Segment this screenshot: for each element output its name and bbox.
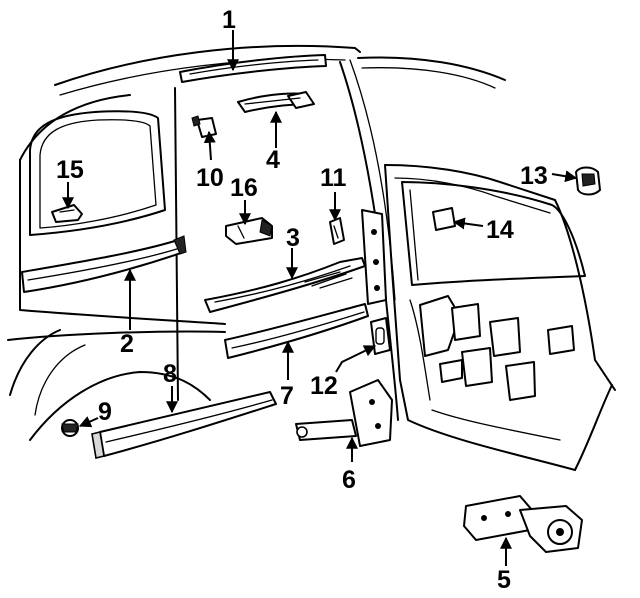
sliding-door bbox=[384, 164, 616, 471]
callout-8: 8 bbox=[163, 360, 177, 388]
leader-12 bbox=[335, 345, 377, 373]
part-3-sill-plate bbox=[204, 257, 366, 313]
part-7-scuff-plate bbox=[224, 303, 369, 359]
callout-14: 14 bbox=[486, 216, 514, 244]
part-14-cover bbox=[432, 207, 456, 231]
callout-1: 1 bbox=[222, 6, 236, 34]
callout-12: 12 bbox=[310, 372, 338, 400]
leader-lines bbox=[62, 30, 578, 566]
callout-7: 7 bbox=[280, 382, 294, 410]
callout-4: 4 bbox=[266, 146, 280, 174]
part-1-roof-weatherstrip bbox=[179, 54, 327, 83]
callout-9: 9 bbox=[98, 398, 112, 426]
leader-13 bbox=[551, 170, 578, 183]
part-12-striker bbox=[370, 317, 391, 355]
callout-3: 3 bbox=[286, 224, 300, 252]
side-window bbox=[29, 110, 166, 236]
callout-5: 5 bbox=[497, 566, 511, 594]
part-16-bracket bbox=[225, 217, 273, 245]
leader-14 bbox=[452, 217, 484, 230]
part-4-assist-handle bbox=[237, 91, 315, 113]
part-10-clip bbox=[191, 115, 217, 138]
leader-9 bbox=[78, 416, 99, 428]
part-9-retainer bbox=[61, 419, 79, 437]
callout-11: 11 bbox=[320, 164, 347, 192]
part-8-rocker-moulding bbox=[91, 391, 277, 459]
callout-6: 6 bbox=[342, 466, 356, 494]
part-6-lower-hinge bbox=[295, 379, 393, 447]
callout-13: 13 bbox=[520, 162, 548, 190]
leader-10 bbox=[203, 130, 216, 161]
part-11-pillar-clip bbox=[329, 217, 345, 245]
callout-2: 2 bbox=[120, 330, 134, 358]
part-2-moulding bbox=[21, 235, 187, 293]
b-pillar-hinge bbox=[361, 209, 387, 305]
callout-labels: 1 2 3 4 5 6 7 8 9 10 11 12 13 14 15 16 bbox=[56, 6, 548, 594]
callout-16: 16 bbox=[230, 174, 258, 202]
part-5-track-roller bbox=[463, 495, 583, 553]
callout-10: 10 bbox=[196, 164, 224, 192]
part-13-stop bbox=[575, 166, 601, 196]
callout-15: 15 bbox=[56, 156, 84, 184]
